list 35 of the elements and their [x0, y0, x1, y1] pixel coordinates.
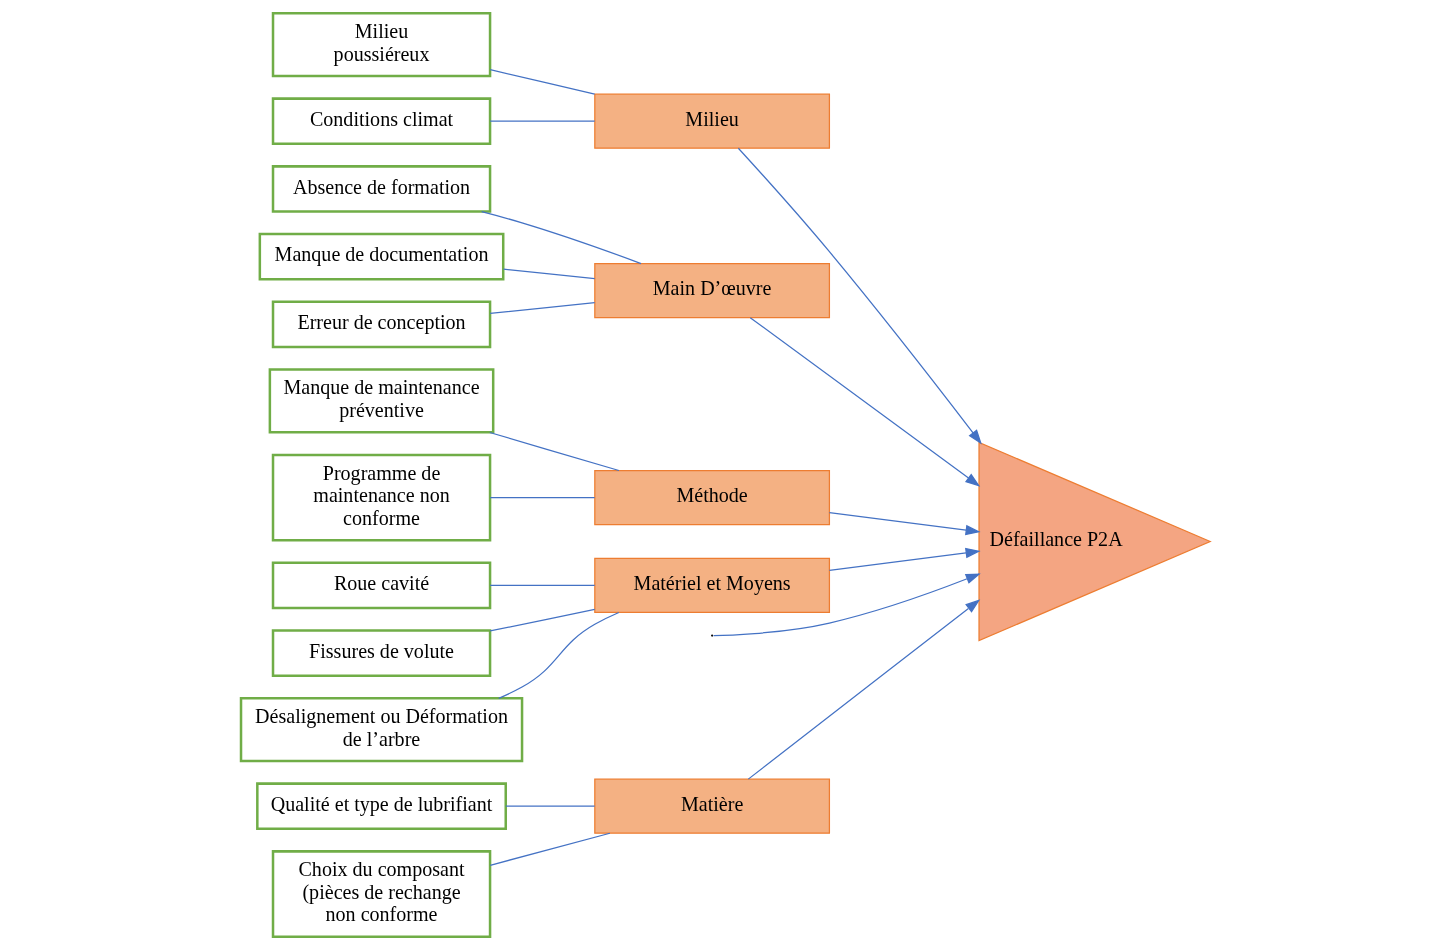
connector: [489, 496, 595, 499]
connector: [504, 805, 595, 807]
node-box: Milieu poussiéreux: [271, 12, 491, 78]
arrow: [828, 547, 981, 572]
node-box: Manque de maintenance préventive: [268, 368, 494, 434]
connector: [502, 268, 595, 280]
node-box: Fissures de volute: [271, 629, 491, 677]
node-box: Choix du composant (pièces de rechange non conforme: [271, 850, 491, 938]
node-box: Absence de formation: [271, 165, 491, 213]
arrow: [737, 147, 982, 445]
node-box: Qualité et type de lubrifiant: [255, 782, 507, 831]
connector: [497, 611, 619, 699]
node-box: Matériel et Moyens: [593, 557, 830, 613]
connector: [489, 69, 595, 95]
connector: [489, 584, 595, 587]
connector: [489, 832, 610, 866]
node-box: Méthode: [593, 470, 830, 526]
node-box: Erreur de conception: [271, 300, 491, 349]
connector: [489, 301, 595, 314]
arrow: [828, 511, 981, 536]
arrow: [749, 317, 980, 487]
node-box: Programme de maintenance non conforme: [271, 453, 491, 542]
node-box: Désalignement ou Déformation de l’arbre: [239, 697, 523, 763]
arrow: [747, 599, 980, 780]
connector: [489, 120, 595, 122]
node-box: Milieu: [593, 93, 830, 149]
connector: [480, 211, 642, 265]
node-box: Roue cavité: [271, 561, 491, 610]
node-box: Manque de documentation: [258, 232, 504, 281]
node-box: Main D’œuvre: [593, 262, 830, 319]
arrow: [712, 573, 981, 637]
node-box: Conditions climat: [271, 97, 491, 146]
connector: [488, 431, 620, 472]
node-box: Matière: [593, 778, 830, 834]
connector: [489, 608, 595, 632]
